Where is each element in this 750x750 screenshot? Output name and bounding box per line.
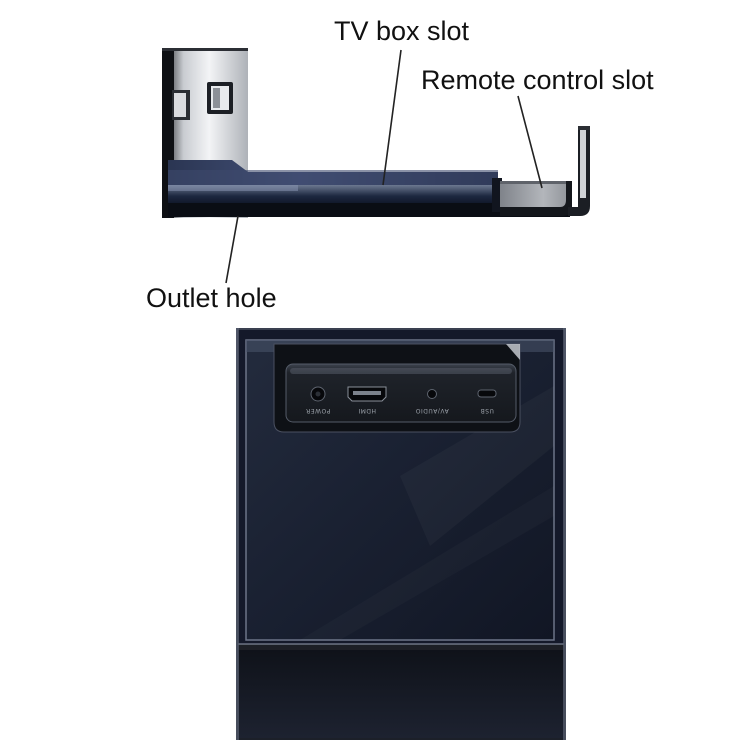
- mounting-clip-icon: [172, 82, 233, 120]
- outlet-hole-label: Outlet hole: [146, 283, 277, 313]
- hdmi-port-label: HDMI: [358, 407, 376, 414]
- bracket-side-view: [162, 48, 590, 284]
- leader-outlet-hole: [225, 215, 239, 284]
- usb-port-icon: [477, 389, 497, 398]
- av-port-label: AV/AUDIO: [415, 407, 448, 414]
- bracket-front-view: POWER HDMI AV/AUDIO USB: [236, 328, 566, 740]
- leader-tv-box-slot: [382, 49, 402, 186]
- acrylic-base: [238, 644, 564, 738]
- remote-control-slot-label: Remote control slot: [421, 65, 654, 95]
- front-lip: [568, 126, 590, 216]
- usb-port-label: USB: [480, 407, 494, 414]
- power-port-label: POWER: [306, 407, 331, 414]
- tv-box-device: [273, 343, 521, 433]
- slot-divider: [492, 178, 502, 212]
- tv-box-slot-label: TV box slot: [334, 16, 470, 46]
- hdmi-port-icon: [347, 386, 387, 402]
- av-port-icon: [427, 389, 437, 399]
- power-port-icon: [310, 386, 326, 402]
- remote-control-slot: [500, 181, 572, 216]
- leader-remote-slot: [517, 95, 543, 189]
- tv-box-shelf: [168, 160, 570, 217]
